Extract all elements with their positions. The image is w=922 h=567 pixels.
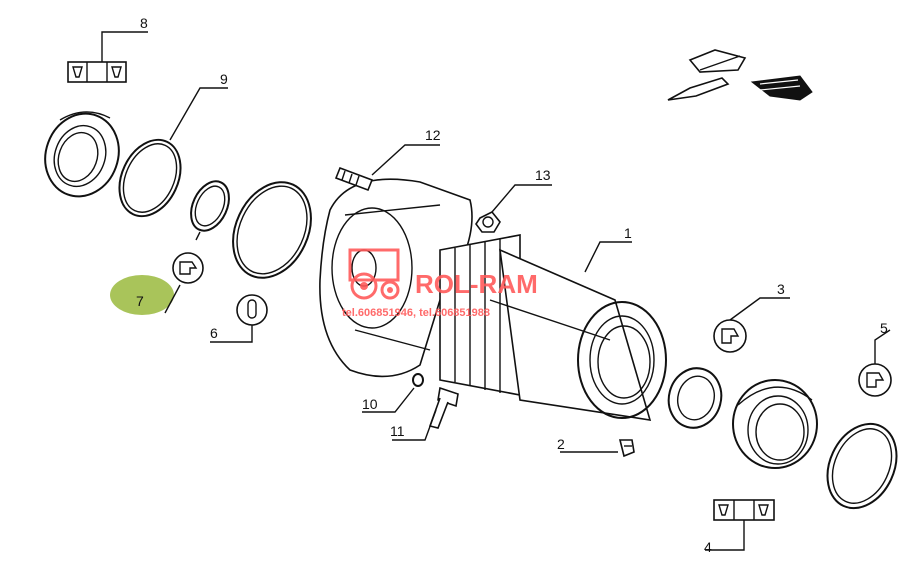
callout-10: 10 <box>362 396 378 412</box>
leader-12 <box>371 144 440 176</box>
callout-9: 9 <box>220 71 228 87</box>
part-8-seal-assembly <box>44 31 148 198</box>
callout-7-highlight <box>110 275 174 315</box>
part-3-symbol <box>713 319 747 353</box>
tractor-logo <box>348 248 400 300</box>
watermark-brand: ROL-RAM <box>415 269 538 299</box>
part-5-ring: 5 <box>826 320 898 510</box>
callout-6: 6 <box>210 325 218 341</box>
part-10-washer: 10 <box>362 373 424 413</box>
part-2-screw: 2 <box>557 436 635 458</box>
leader-6 <box>210 325 253 343</box>
part-9-o-ring <box>118 87 228 218</box>
watermark: ROL-RAM tel.606851946, tel.606851988 <box>342 248 538 319</box>
leader-5 <box>874 329 891 364</box>
part-4-bearing: 4 <box>704 379 818 555</box>
leader-7 <box>164 284 181 314</box>
part-12-stud: 12 <box>334 127 441 192</box>
callout-11: 11 <box>390 423 405 439</box>
leader-1 <box>584 241 632 273</box>
grease-icon <box>179 261 198 275</box>
callout-13: 13 <box>535 167 551 183</box>
callout-1: 1 <box>624 225 632 241</box>
callout-5: 5 <box>880 320 888 336</box>
leader-9 <box>169 87 228 141</box>
part-8-seal-ring <box>44 111 120 198</box>
part-6-large-o-ring <box>232 181 312 279</box>
seal-lip-icon <box>718 504 729 516</box>
part-8-symbol-box <box>67 61 127 83</box>
grease-icon <box>721 328 740 344</box>
seal-lip-icon <box>72 66 83 78</box>
callout-4: 4 <box>704 539 712 555</box>
part-11-bolt: 11 <box>390 386 459 441</box>
callout-8: 8 <box>140 15 148 31</box>
callout-2: 2 <box>557 436 565 452</box>
seal-lip-icon <box>758 504 769 516</box>
part-7-symbol <box>172 231 204 284</box>
press-fit-icon <box>247 299 257 319</box>
leader-11 <box>392 409 437 441</box>
seal-lip-icon <box>111 66 122 78</box>
callout-3: 3 <box>777 281 785 297</box>
watermark-phone: tel.606851946, tel.606851988 <box>342 307 490 319</box>
part-7-ring <box>190 180 230 232</box>
leader-3 <box>729 297 790 321</box>
leader-4 <box>705 520 745 551</box>
callout-7-group: 7 <box>110 275 181 315</box>
orientation-arrows-icon <box>667 49 813 101</box>
part-5-symbol <box>858 363 892 397</box>
part-3-seal: 3 <box>667 281 790 429</box>
callout-12: 12 <box>425 127 441 143</box>
leader-13 <box>491 184 552 213</box>
part-13-plug: 13 <box>475 167 552 233</box>
part-4-symbol-box <box>713 499 775 521</box>
part-6-symbol: 6 <box>210 294 268 343</box>
leader-8 <box>101 31 148 62</box>
leader-10 <box>362 387 415 413</box>
grease-icon <box>866 372 885 388</box>
callout-7: 7 <box>136 293 144 309</box>
